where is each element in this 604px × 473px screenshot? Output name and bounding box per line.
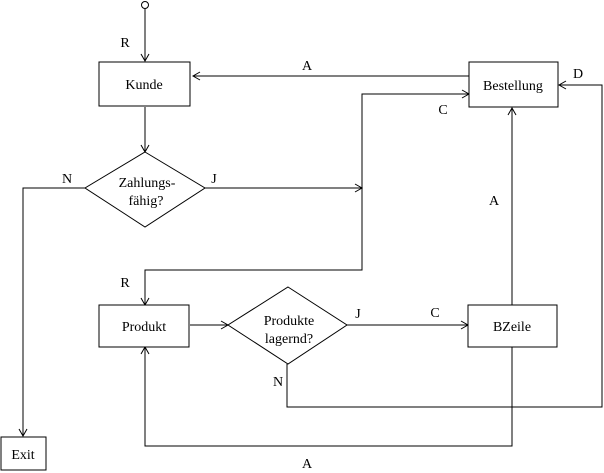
edge-label-bestellung-c: C (438, 103, 447, 118)
edge-label-bestellung-d: D (573, 67, 583, 82)
node-produkte-lagernd-label-2: lagernd? (265, 332, 313, 347)
edge-lagernd-bestellung (286, 80, 603, 408)
node-bzeile: BZeile (467, 304, 558, 348)
node-kunde: Kunde (98, 61, 191, 107)
node-bzeile-label: BZeile (493, 320, 531, 335)
node-bestellung: Bestellung (468, 61, 559, 108)
edge-label-lagernd-c: C (430, 306, 439, 321)
node-zahlungsfaehig-label-1: Zahlungs- (119, 176, 176, 191)
edge-label-lagernd-n: N (273, 375, 283, 390)
edge-label-zahlungsfaehig-j: J (211, 172, 217, 187)
edge-zahlungsfaehig-junction (205, 183, 364, 193)
node-zahlungsfaehig-label-2: fähig? (129, 194, 164, 209)
node-bestellung-label: Bestellung (483, 79, 543, 94)
edge-label-lagernd-j: J (355, 307, 361, 322)
node-exit-label: Exit (11, 448, 34, 463)
edge-label-zahlungsfaehig-n: N (62, 172, 72, 187)
edge-bzeile-bestellung (507, 106, 517, 305)
edge-zahlungsfaehig-exit (18, 187, 85, 438)
node-zahlungsfaehig: Zahlungs- fähig? (84, 151, 206, 228)
edge-label-bestellung-kunde-a: A (302, 59, 313, 74)
edge-start-kunde (140, 9, 150, 63)
node-exit: Exit (0, 436, 47, 471)
edge-label-bzeile-bestellung-a: A (489, 194, 500, 209)
edge-label-produkt-r: R (120, 276, 130, 291)
edge-produkt-lagernd (190, 320, 230, 330)
start-node (141, 1, 149, 9)
node-produkte-lagernd: Produkte lagernd? (227, 286, 348, 365)
node-produkt-label: Produkt (122, 320, 166, 335)
edge-kunde-zahlungsfaehig (140, 107, 150, 154)
node-produkte-lagernd-label-1: Produkte (264, 314, 315, 329)
edge-label-bzeile-produkt-a: A (302, 457, 313, 472)
edge-bestellung-kunde (191, 71, 469, 81)
edge-label-start-r: R (120, 36, 130, 51)
edge-lagernd-bzeile (347, 320, 470, 330)
node-kunde-label: Kunde (125, 78, 162, 93)
node-produkt: Produkt (98, 304, 190, 348)
edge-bzeile-produkt (140, 345, 513, 447)
